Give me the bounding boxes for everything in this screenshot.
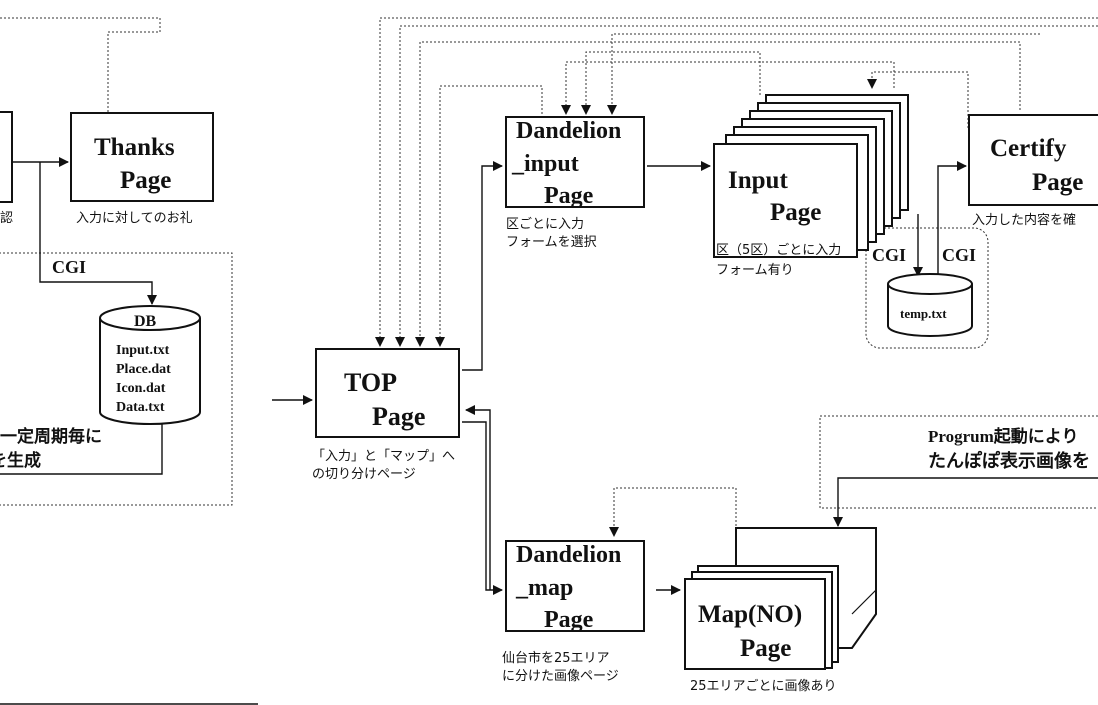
cgi-label-right-2: CGI <box>942 245 977 265</box>
dandelion-input-box <box>505 116 645 208</box>
return-line-2 <box>395 25 1098 347</box>
db-file-1: Input.txt <box>116 343 170 358</box>
top-to-dmap-line <box>462 421 503 595</box>
map-page-front-box <box>684 578 826 670</box>
certify-title-line1: Certify <box>990 135 1067 162</box>
cgi-label-left: CGI <box>52 257 87 277</box>
return-line-3 <box>607 33 1040 115</box>
temp-file-label: temp.txt <box>900 306 947 321</box>
confirm-partial-caption: 認 <box>0 211 14 226</box>
input-caption-line2: フォーム有り <box>716 263 794 278</box>
periodic-note-line2: を生成 <box>0 451 41 471</box>
cgi-label-right-1: CGI <box>872 245 907 265</box>
top-page-box <box>315 348 460 438</box>
dandelion-map-box <box>505 540 645 632</box>
thanks-return-line <box>0 17 161 112</box>
program-arrow <box>833 477 1098 527</box>
dinput-title-line2: _input <box>512 151 579 177</box>
map-return-dotted <box>609 487 737 537</box>
top-title-line1: TOP <box>344 368 397 397</box>
top-caption-line1: 「入力」と「マップ」へ <box>312 449 456 464</box>
temp-to-certify-cgi <box>937 161 967 276</box>
dmap-title-line2: _map <box>516 575 574 601</box>
return-line-6 <box>561 61 895 115</box>
db-cylinder <box>99 305 201 425</box>
certify-caption: 入力した内容を確 <box>972 213 1077 228</box>
map-title-line1: Map(NO) <box>698 601 803 628</box>
top-caption-line2: の切り分けページ <box>312 467 416 482</box>
thanks-title-line1: Thanks <box>94 134 175 161</box>
map-caption: 25エリアごとに画像あり <box>690 679 837 694</box>
dinput-title-line3: Page <box>544 183 594 209</box>
thanks-title-line2: Page <box>120 167 172 194</box>
dmap-title-line1: Dandelion <box>516 542 622 568</box>
left-partial-box <box>0 111 13 203</box>
program-note-line2: たんぽぽ表示画像を <box>928 451 1090 471</box>
dmap-caption-line2: に分けた画像ページ <box>502 669 619 684</box>
db-title: DB <box>134 313 157 330</box>
db-file-4: Data.txt <box>116 400 165 415</box>
cgi-line-left <box>39 162 157 305</box>
dmap-title-line3: Page <box>544 607 594 633</box>
input-page-front-box <box>713 143 858 258</box>
return-line-1 <box>375 17 1098 347</box>
db-file-2: Place.dat <box>116 362 171 377</box>
dinput-return-line <box>435 85 543 347</box>
periodic-note-line1: 一定周期毎に <box>0 427 102 447</box>
return-line-4 <box>415 41 1021 347</box>
input-title-line1: Input <box>728 167 788 194</box>
top-title-line2: Page <box>372 402 426 431</box>
dinput-caption-line1: 区ごとに入力 <box>506 217 585 232</box>
dmap-to-top-line <box>465 405 491 590</box>
db-out-line <box>0 422 163 475</box>
certify-page-box <box>968 114 1098 206</box>
program-note-line1: Progrum起動により <box>928 427 1079 446</box>
program-dotted-region <box>819 415 1098 509</box>
dinput-caption-line2: フォームを選択 <box>506 235 597 250</box>
return-line-5 <box>581 51 761 115</box>
return-line-7 <box>867 71 969 128</box>
temp-dotted-region <box>865 227 989 349</box>
db-file-3: Icon.dat <box>116 381 166 396</box>
input-title-line2: Page <box>770 199 822 226</box>
input-caption-line1: 区（5区）ごとに入力 <box>716 243 842 258</box>
thanks-caption: 入力に対してのお礼 <box>76 211 193 226</box>
thanks-page-box <box>70 112 214 202</box>
certify-title-line2: Page <box>1032 169 1084 196</box>
dmap-caption-line1: 仙台市を25エリア <box>502 651 610 666</box>
temp-cylinder <box>887 273 973 337</box>
map-title-line2: Page <box>740 635 792 662</box>
dinput-title-line1: Dandelion <box>516 118 622 144</box>
top-to-dinput-line <box>462 161 503 371</box>
